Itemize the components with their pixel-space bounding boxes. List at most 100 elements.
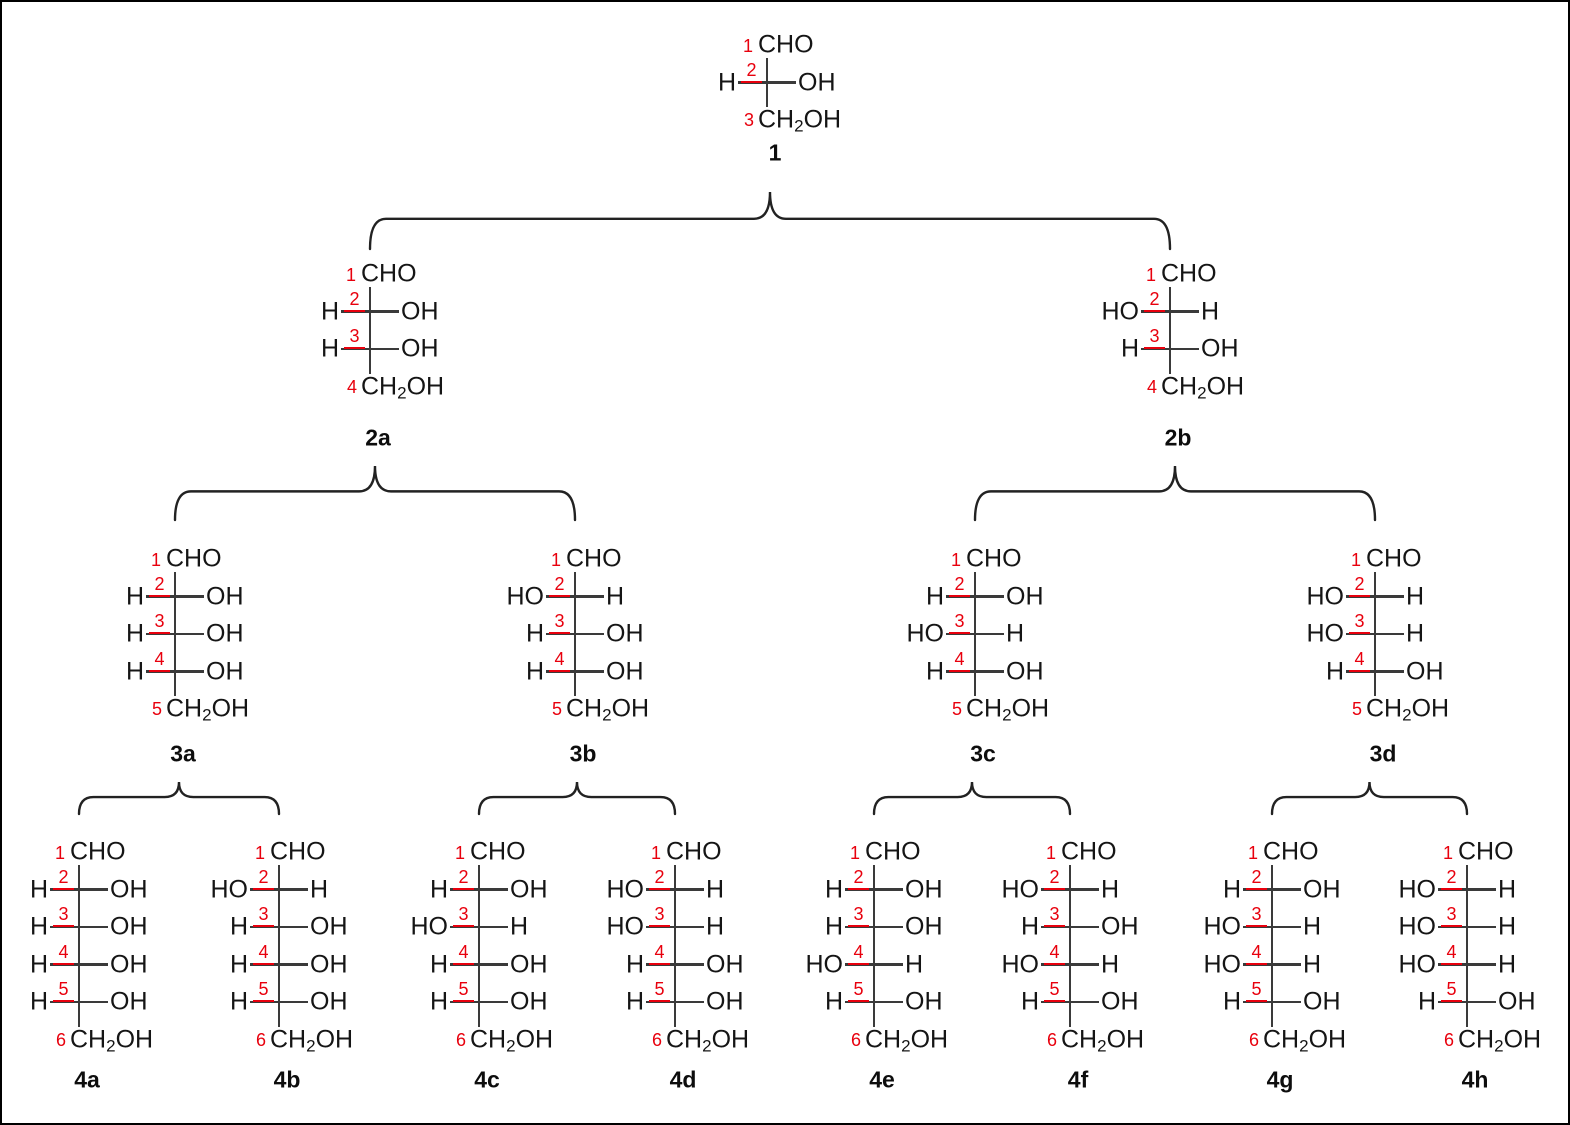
left-substituent-label: H — [429, 950, 448, 978]
carbon-number: 2 — [549, 575, 570, 597]
brace-path — [368, 191, 1172, 251]
branch-brace-from-2b — [973, 465, 1377, 522]
aldehyde-group-label: CHO — [966, 544, 1022, 573]
carbon-number: 4 — [1146, 376, 1157, 397]
backbone-bond — [1465, 865, 1469, 1027]
right-substituent-label: OH — [1201, 334, 1239, 363]
right-substituent-label: OH — [110, 987, 148, 1016]
carbon-number: 6 — [1248, 1029, 1259, 1050]
carbon-number: 6 — [55, 1029, 66, 1050]
carbon-number: 4 — [453, 943, 474, 965]
hydroxymethyl-group-label: CH2OH — [758, 105, 842, 136]
horizontal-bond — [845, 888, 903, 891]
left-substituent-label: H — [625, 987, 644, 1016]
right-substituent-label: H — [1201, 297, 1220, 325]
carbon-number: 5 — [848, 980, 869, 1002]
right-substituent-label: OH — [310, 950, 348, 978]
backbone-bond — [477, 865, 481, 1027]
compound-label: 3b — [569, 740, 597, 767]
compound-label: 3d — [1369, 740, 1397, 767]
aldehyde-group-label: CHO — [666, 837, 722, 866]
carbon-number: 2 — [1144, 290, 1165, 312]
aldehyde-group-label: CHO — [166, 544, 222, 573]
compound-label: 1 — [768, 139, 782, 166]
left-substituent-label: HO — [1001, 950, 1040, 978]
left-substituent-label: HO — [210, 875, 249, 903]
carbon-number: 4 — [1246, 943, 1267, 965]
horizontal-bond — [1041, 963, 1099, 966]
carbon-number: 6 — [1443, 1029, 1454, 1050]
right-substituent-label: OH — [706, 950, 744, 978]
right-substituent-label: OH — [110, 912, 148, 941]
carbon-number: 3 — [53, 905, 74, 927]
horizontal-bond — [1243, 925, 1301, 929]
compound-label: 4a — [74, 1066, 100, 1093]
horizontal-bond — [1041, 888, 1099, 891]
backbone-bond — [77, 865, 81, 1027]
horizontal-bond — [646, 888, 704, 891]
horizontal-bond — [646, 1000, 704, 1004]
carbon-number: 1 — [650, 843, 661, 863]
carbon-number: 4 — [1044, 943, 1065, 965]
hydroxymethyl-group-label: CH2OH — [865, 1025, 949, 1055]
left-substituent-label: H — [925, 582, 944, 610]
carbon-number: 4 — [549, 650, 570, 672]
horizontal-bond — [250, 925, 308, 929]
right-substituent-label: OH — [110, 875, 148, 903]
carbon-number: 3 — [743, 110, 754, 130]
left-substituent-label: H — [824, 987, 843, 1016]
left-substituent-label: H — [229, 950, 248, 978]
left-substituent-label: H — [1325, 657, 1344, 685]
carbon-number: 2 — [344, 290, 365, 312]
right-substituent-label: OH — [1006, 582, 1044, 610]
left-substituent-label: H — [824, 875, 843, 903]
carbon-number: 3 — [1349, 612, 1370, 634]
brace-path — [477, 781, 677, 816]
hydroxymethyl-group-label: CH2OH — [966, 694, 1050, 725]
left-substituent-label: HO — [1398, 950, 1437, 978]
carbon-number: 3 — [149, 612, 170, 634]
left-substituent-label: HO — [606, 912, 645, 941]
carbon-number: 6 — [255, 1029, 266, 1050]
horizontal-bond — [1141, 310, 1199, 313]
carbon-number: 4 — [1441, 943, 1462, 965]
compound-label: 4h — [1461, 1066, 1489, 1093]
right-substituent-label: H — [310, 875, 329, 903]
horizontal-bond — [1243, 1000, 1301, 1004]
left-substituent-label: HO — [1306, 582, 1345, 610]
horizontal-bond — [946, 595, 1004, 598]
right-substituent-label: H — [1498, 875, 1517, 903]
horizontal-bond — [546, 670, 604, 673]
horizontal-bond — [146, 595, 204, 598]
right-substituent-label: H — [510, 912, 529, 941]
carbon-number: 3 — [549, 612, 570, 634]
carbon-number: 2 — [949, 575, 970, 597]
hydroxymethyl-group-label: CH2OH — [1458, 1025, 1542, 1055]
aldehyde-group-label: CHO — [758, 30, 814, 59]
right-substituent-label: OH — [401, 334, 439, 363]
left-substituent-label: HO — [1306, 619, 1345, 648]
hydroxymethyl-group-label: CH2OH — [270, 1025, 354, 1055]
carbon-number: 6 — [651, 1029, 662, 1050]
branch-brace-from-2a — [173, 465, 577, 522]
carbon-number: 5 — [551, 699, 562, 719]
horizontal-bond — [341, 347, 399, 351]
carbon-number: 4 — [53, 943, 74, 965]
left-substituent-label: H — [29, 950, 48, 978]
compound-label: 3a — [170, 740, 196, 767]
carbon-number: 2 — [1441, 868, 1462, 890]
right-substituent-label: H — [1498, 912, 1517, 941]
left-substituent-label: H — [29, 875, 48, 903]
carbon-number: 4 — [346, 376, 357, 397]
left-substituent-label: H — [525, 619, 544, 648]
right-substituent-label: H — [1406, 582, 1425, 610]
right-substituent-label: H — [1101, 950, 1120, 978]
hydroxymethyl-group-label: CH2OH — [166, 694, 250, 725]
right-substituent-label: OH — [1101, 987, 1139, 1016]
horizontal-bond — [50, 925, 108, 929]
left-substituent-label: H — [1222, 875, 1241, 903]
right-substituent-label: H — [1406, 619, 1425, 648]
right-substituent-label: OH — [905, 875, 943, 903]
carbon-number: 1 — [454, 843, 465, 863]
